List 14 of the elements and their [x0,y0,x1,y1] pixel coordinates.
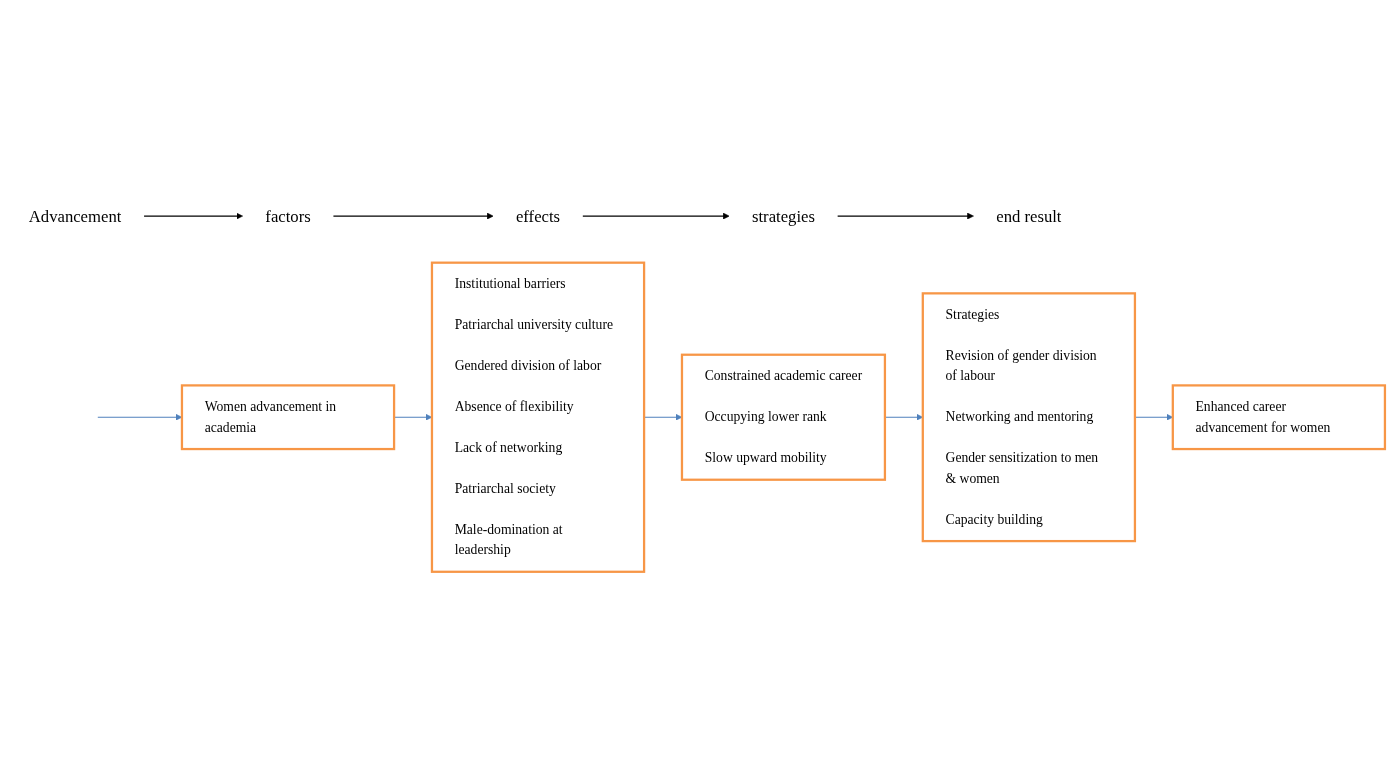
node-text: factors [265,206,311,226]
node-text: Advancement [28,206,122,226]
arrow [582,212,730,220]
node-box: Institutional barriers Patriarchal university culture Gendered division of labor Absence of flexibility Lack of networking Patriarchal society Male-domination at leadership [430,261,646,573]
arrow [332,212,494,220]
node-text: end result [996,206,1062,226]
node-box: Women advancement in academia [180,384,396,451]
node-text: effects [515,206,561,226]
node-box: Constrained academic career Occupying lower rank Slow upward mobility [680,353,887,481]
node-box: Strategies Revision of gender division of labour Networking and mentoring Gender sensitization to men & women Capacity building [921,292,1137,543]
node-text: strategies [751,206,815,226]
arrow [143,212,243,220]
arrow [837,212,974,220]
node-box: Enhanced career advancement for women [1171,384,1387,451]
